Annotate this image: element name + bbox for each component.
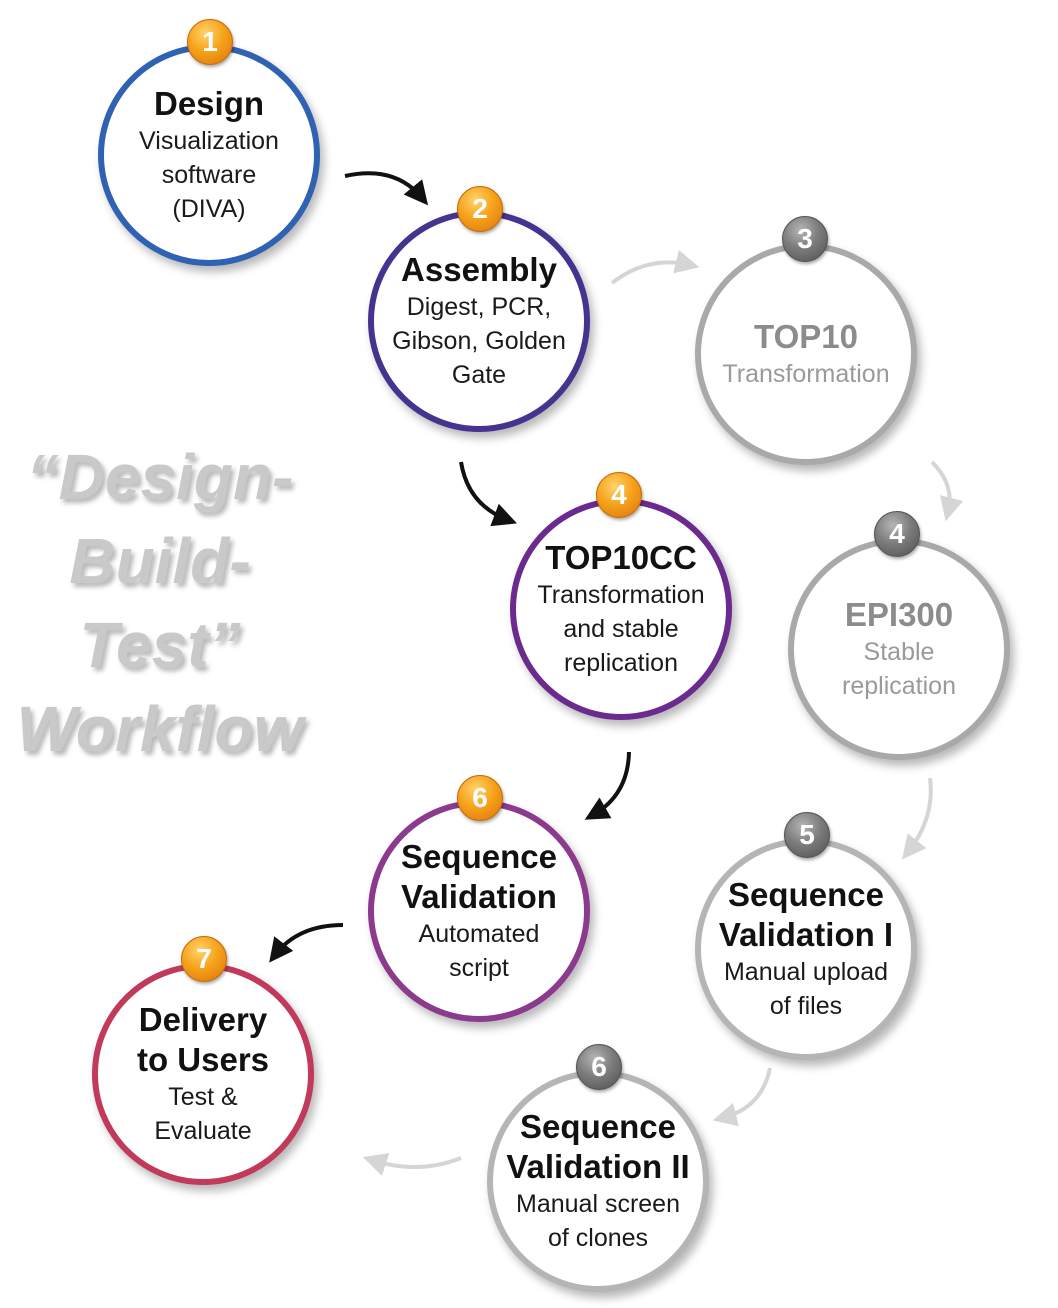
step-subtitle-line: Evaluate <box>154 1117 252 1145</box>
step-epi300: EPI300 Stable replication <box>788 538 1010 760</box>
step-subtitle-line: Gibson, Golden <box>392 327 566 355</box>
step-number-badge: 2 <box>457 186 503 232</box>
step-assembly: Assembly Digest, PCR, Gibson, Golden Gat… <box>368 210 590 432</box>
arrow-assembly-to-top10 <box>610 249 700 285</box>
workflow-title: “Design- Build- Test” Workflow <box>0 435 320 771</box>
step-number-badge: 1 <box>187 19 233 65</box>
step-title: TOP10 <box>754 318 858 355</box>
workflow-title-line: Build- <box>69 525 251 597</box>
step-title: Delivery to Users <box>136 1001 270 1078</box>
step-number-badge: 3 <box>782 216 828 262</box>
step-title: Sequence Validation I <box>718 876 894 953</box>
arrow-assembly-to-top10cc <box>459 461 517 527</box>
step-subtitle-line: (DIVA) <box>172 195 246 223</box>
step-title: Design <box>153 85 265 122</box>
step-subtitle-line: Manual screen <box>516 1190 680 1218</box>
step-subtitle-line: Stable <box>863 638 935 666</box>
step-subtitle-line: of clones <box>547 1224 649 1252</box>
workflow-title-line: “Design- <box>26 441 294 513</box>
step-number-badge: 4 <box>874 511 920 557</box>
workflow-title-line: Test” <box>79 609 241 681</box>
arrow-seqval1-to-seqval2 <box>712 1067 772 1127</box>
arrow-design-to-assembly <box>344 171 429 206</box>
step-subtitle-line: Digest, PCR, <box>406 293 552 321</box>
step-top10: TOP10 Transformation <box>695 243 917 465</box>
step-subtitle-line: Test & <box>168 1083 238 1111</box>
arrow-epi300-to-seqval1 <box>902 777 933 860</box>
step-title: EPI300 <box>844 596 954 633</box>
step-subtitle-line: Automated <box>418 920 540 948</box>
workflow-title-line: Workflow <box>16 693 304 765</box>
step-title: TOP10CC <box>545 539 697 576</box>
arrow-seqval-to-delivery <box>269 923 344 963</box>
step-delivery-to-users: Delivery to Users Test & Evaluate <box>92 963 314 1185</box>
step-subtitle-line: Gate <box>451 361 507 389</box>
arrow-top10-to-epi300 <box>930 460 964 522</box>
step-title: Sequence Validation II <box>506 1108 690 1185</box>
step-title: Assembly <box>401 251 557 288</box>
step-top10cc: TOP10CC Transformation and stable replic… <box>510 498 732 720</box>
step-title: Sequence Validation <box>401 838 557 915</box>
arrow-top10cc-to-seqval <box>584 751 631 820</box>
step-number-badge: 6 <box>457 775 503 821</box>
step-number-badge: 5 <box>784 812 830 858</box>
step-subtitle-line: of files <box>769 992 843 1020</box>
step-subtitle-line: Manual upload <box>723 958 888 986</box>
step-number-badge: 4 <box>596 472 642 518</box>
arrow-seqval2-to-delivery <box>362 1153 462 1176</box>
step-subtitle-line: replication <box>842 672 956 700</box>
step-subtitle-line: replication <box>564 649 678 677</box>
step-subtitle-line: script <box>449 954 509 982</box>
step-subtitle-line: Visualization <box>139 127 279 155</box>
step-sequence-validation: Sequence Validation Automated script <box>368 800 590 1022</box>
step-sequence-validation-i: Sequence Validation I Manual upload of f… <box>695 838 917 1060</box>
step-subtitle-line: software <box>161 161 257 189</box>
step-subtitle-line: and stable <box>563 615 679 643</box>
step-number-badge: 6 <box>576 1044 622 1090</box>
step-design: Design Visualization software (DIVA) <box>98 44 320 266</box>
step-sequence-validation-ii: Sequence Validation II Manual screen of … <box>487 1070 709 1292</box>
step-subtitle-line: Transformation <box>722 360 890 388</box>
step-subtitle-line: Transformation <box>537 581 705 609</box>
step-number-badge: 7 <box>181 936 227 982</box>
